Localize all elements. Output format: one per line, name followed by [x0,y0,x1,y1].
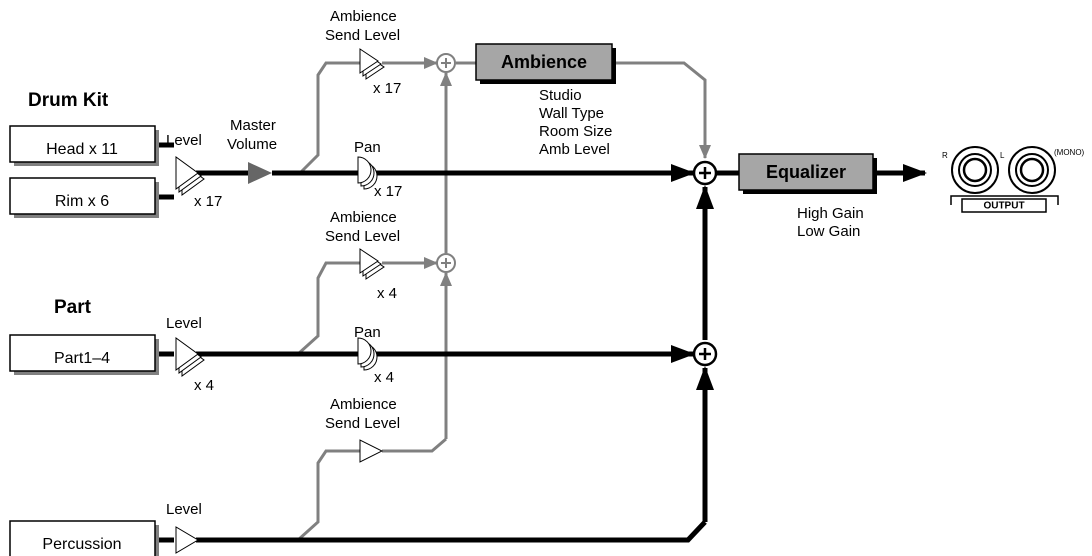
eq-param-high-gain: High Gain [797,205,864,222]
svg-text:Percussion: Percussion [42,536,121,553]
part-pan [357,337,378,371]
output-label: OUTPUT [983,201,1024,212]
perc-amb-send-label-2: Send Level [325,415,400,432]
part-amb-send-count: x 4 [377,285,397,302]
ambience-param-wall-type: Wall Type [539,105,604,122]
ambience-param-room-size: Room Size [539,123,612,140]
drumkit-amb-send-label-1: Ambience [330,8,397,25]
drumkit-amb-send-label-2: Send Level [325,27,400,44]
output-label-bracket [950,195,1059,213]
output-jack-r [951,146,999,194]
drumkit-level-label: Level [166,132,202,149]
part-heading: Part [54,297,92,318]
master-volume-amp [248,162,272,184]
drumkit-pan-label: Pan [354,139,381,156]
part-pan-label: Pan [354,324,381,341]
drumkit-level-count: x 17 [194,193,222,210]
ambience-box: Ambience [475,43,616,84]
svg-text:Rim x 6: Rim x 6 [55,193,109,210]
drumkit-pan-count: x 17 [374,183,402,200]
percussion-level-label: Level [166,501,202,518]
output-mono-label: (MONO) [1054,148,1085,157]
main-mixer [692,160,718,186]
output-l-label: L [1000,151,1005,160]
ambience-param-studio: Studio [539,87,582,104]
part-level-count: x 4 [194,377,214,394]
part-amb-send-amp [359,248,385,280]
svg-text:Ambience: Ambience [501,52,587,72]
output-jack-l [1008,146,1056,194]
drumkit-amb-send-amp [359,48,385,80]
drumkit-pan [357,156,378,190]
drumkit-amb-send-count: x 17 [373,80,401,97]
svg-text:Part1–4: Part1–4 [54,350,110,367]
master-volume-label-2: Volume [227,136,277,153]
source-head: Head x 11 [9,125,159,166]
part-level-amp [175,337,205,377]
part-amb-mixer [436,253,456,273]
ambience-param-amb-level: Amb Level [539,141,610,158]
master-volume-label-1: Master [230,117,276,134]
drum-kit-heading: Drum Kit [28,90,109,111]
ambience-return-line [612,61,711,159]
source-rim: Rim x 6 [9,177,159,218]
part-amb-send-line [296,261,362,356]
perc-amb-send-amp [359,439,384,463]
source-part: Part1–4 [9,334,159,375]
part-amb-send-label-2: Send Level [325,228,400,245]
svg-text:Head x 11: Head x 11 [46,141,118,158]
drumkit-amb-mixer [436,53,456,73]
perc-amb-send-out-line [382,437,447,453]
part-amb-send-label-1: Ambience [330,209,397,226]
source-percussion: Percussion [9,520,159,556]
perc-amb-send-label-1: Ambience [330,396,397,413]
eq-param-low-gain: Low Gain [797,223,860,240]
part-level-label: Level [166,315,202,332]
equalizer-box: Equalizer [738,153,877,194]
perc-main-line-2 [196,520,707,543]
drumkit-amb-send-line [298,61,362,175]
part-pan-count: x 4 [374,369,394,386]
svg-text:Equalizer: Equalizer [766,162,846,182]
output-r-label: R [942,151,948,160]
percussion-level-amp [175,526,199,554]
drumkit-level-amp [175,156,205,196]
part-mixer [692,341,718,367]
perc-amb-send-line [296,449,362,542]
